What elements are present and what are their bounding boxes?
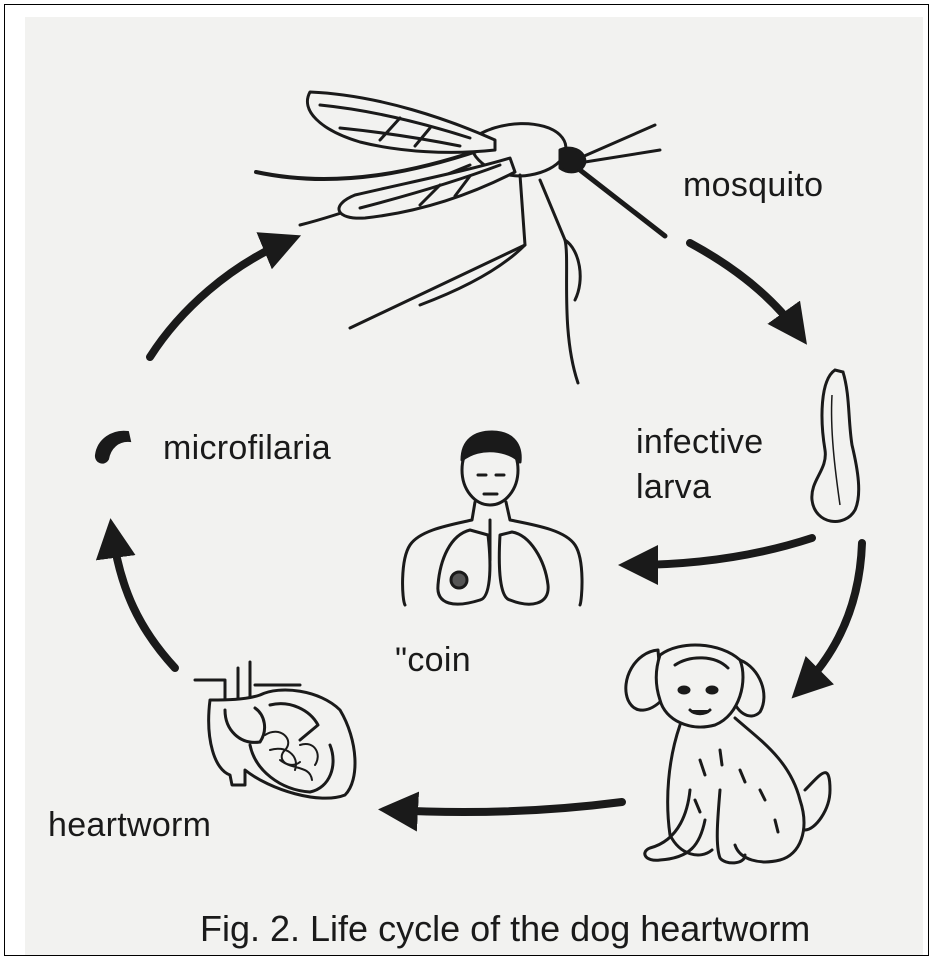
mosquito-illustration xyxy=(256,92,665,383)
human-chest-illustration xyxy=(403,432,582,605)
arrow-microfilaria-to-mosquito xyxy=(150,240,290,357)
label-infective: infective xyxy=(636,422,763,462)
arrow-mosquito-to-larva xyxy=(690,243,800,335)
label-microfilaria: microfilaria xyxy=(163,428,331,468)
infective-larva-illustration xyxy=(812,370,859,521)
label-larva: larva xyxy=(636,467,711,507)
label-coin: "coin xyxy=(395,640,471,680)
microfilaria-illustration xyxy=(96,432,130,463)
label-heartworm: heartworm xyxy=(48,805,211,845)
arrow-heart-to-microfilaria xyxy=(112,530,175,668)
arrow-dog-to-heart xyxy=(390,802,622,812)
dog-illustration xyxy=(626,645,830,863)
arrow-larva-to-human xyxy=(630,538,812,565)
figure-caption: Fig. 2. Life cycle of the dog heartworm xyxy=(200,908,810,950)
arrow-larva-to-dog xyxy=(800,543,862,690)
label-mosquito: mosquito xyxy=(683,165,823,205)
heart-illustration xyxy=(195,662,355,798)
